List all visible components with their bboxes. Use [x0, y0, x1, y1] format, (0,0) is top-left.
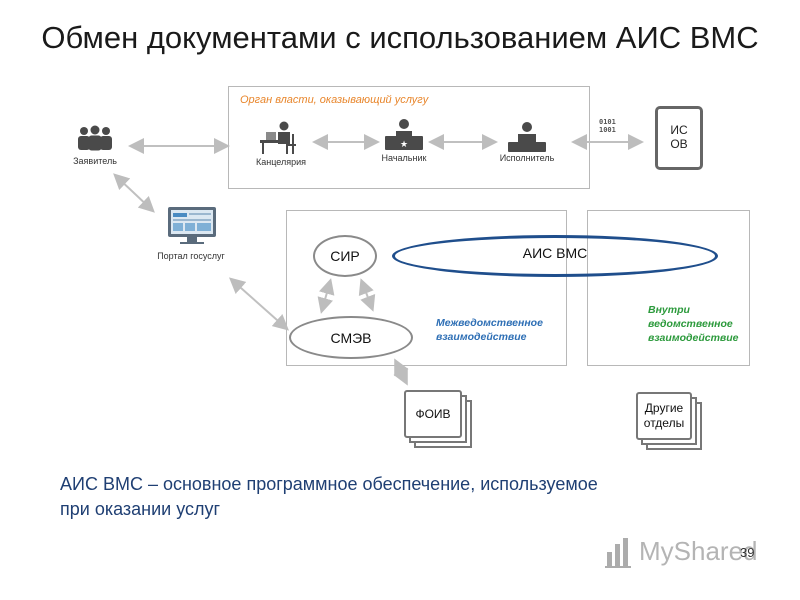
gov-body-label: Орган власти, оказывающий услугу: [240, 94, 429, 106]
applicant-label: Заявитель: [73, 156, 117, 166]
arrow-applicant-portal: [113, 173, 155, 213]
head-label: Начальник: [381, 153, 427, 163]
chancellery-desk-icon: [260, 121, 296, 154]
watermark-text: MyShared: [639, 536, 758, 566]
arrow-sir-smev-right: [358, 278, 376, 312]
is-ov-line-1: ИС: [670, 123, 688, 137]
other-line-2: отделы: [643, 416, 685, 430]
arrow-portal-smev: [229, 277, 289, 331]
chart-logo-icon: [605, 538, 631, 568]
myshared-watermark: MyShared: [605, 532, 765, 572]
ais-vms-label: АИС ВМС: [522, 245, 588, 261]
smev-node: СМЭВ: [289, 316, 413, 359]
intradept-line-2: ведомственное: [648, 318, 733, 331]
binary-code-icon: 0101 1001: [599, 118, 616, 135]
chancellery-label: Канцелярия: [255, 157, 306, 167]
slide-title: Обмен документами с использованием АИС В…: [41, 20, 759, 55]
page-number: 39: [740, 545, 755, 560]
arrow-sir-smev-left: [317, 278, 335, 314]
intradept-line-1: Внутри: [648, 304, 690, 316]
executor-worker-icon: [508, 122, 546, 152]
applicant-group-icon: [78, 125, 112, 151]
intradept-line-3: взаимодействие: [648, 332, 739, 345]
interdept-line-2: взаимодействие: [436, 331, 527, 344]
sir-node: СИР: [313, 235, 377, 277]
binary-line-2: 1001: [599, 126, 616, 135]
ais-vms-node: АИС ВМС: [392, 235, 718, 277]
binary-line-1: 0101: [599, 118, 616, 126]
is-ov-line-2: ОВ: [670, 137, 688, 152]
bottom-caption: АИС ВМС – основное программное обеспечен…: [60, 472, 750, 522]
intradept-caption: Внутри ведомственное взаимодействие: [648, 303, 739, 346]
executor-label: Исполнитель: [499, 153, 555, 163]
is-ov-device: ИС ОВ: [655, 106, 703, 170]
portal-label: Портал госуслуг: [157, 251, 225, 261]
svg-text:★: ★: [400, 140, 408, 150]
foiv-document-stack: ФОИВ: [404, 390, 462, 438]
head-manager-icon: ★: [385, 119, 423, 150]
arrow-smev-foiv: [393, 358, 409, 386]
caption-line-2: при оказании услуг: [60, 499, 221, 520]
other-departments-stack: Другие отделы: [636, 392, 692, 440]
caption-line-1: АИС ВМС – основное программное обеспечен…: [60, 474, 598, 494]
portal-monitor-icon: [168, 207, 216, 244]
other-line-1: Другие: [644, 401, 684, 415]
interdept-line-1: Межведомственное: [436, 317, 543, 329]
interdept-caption: Межведомственное взаимодействие: [436, 316, 543, 344]
